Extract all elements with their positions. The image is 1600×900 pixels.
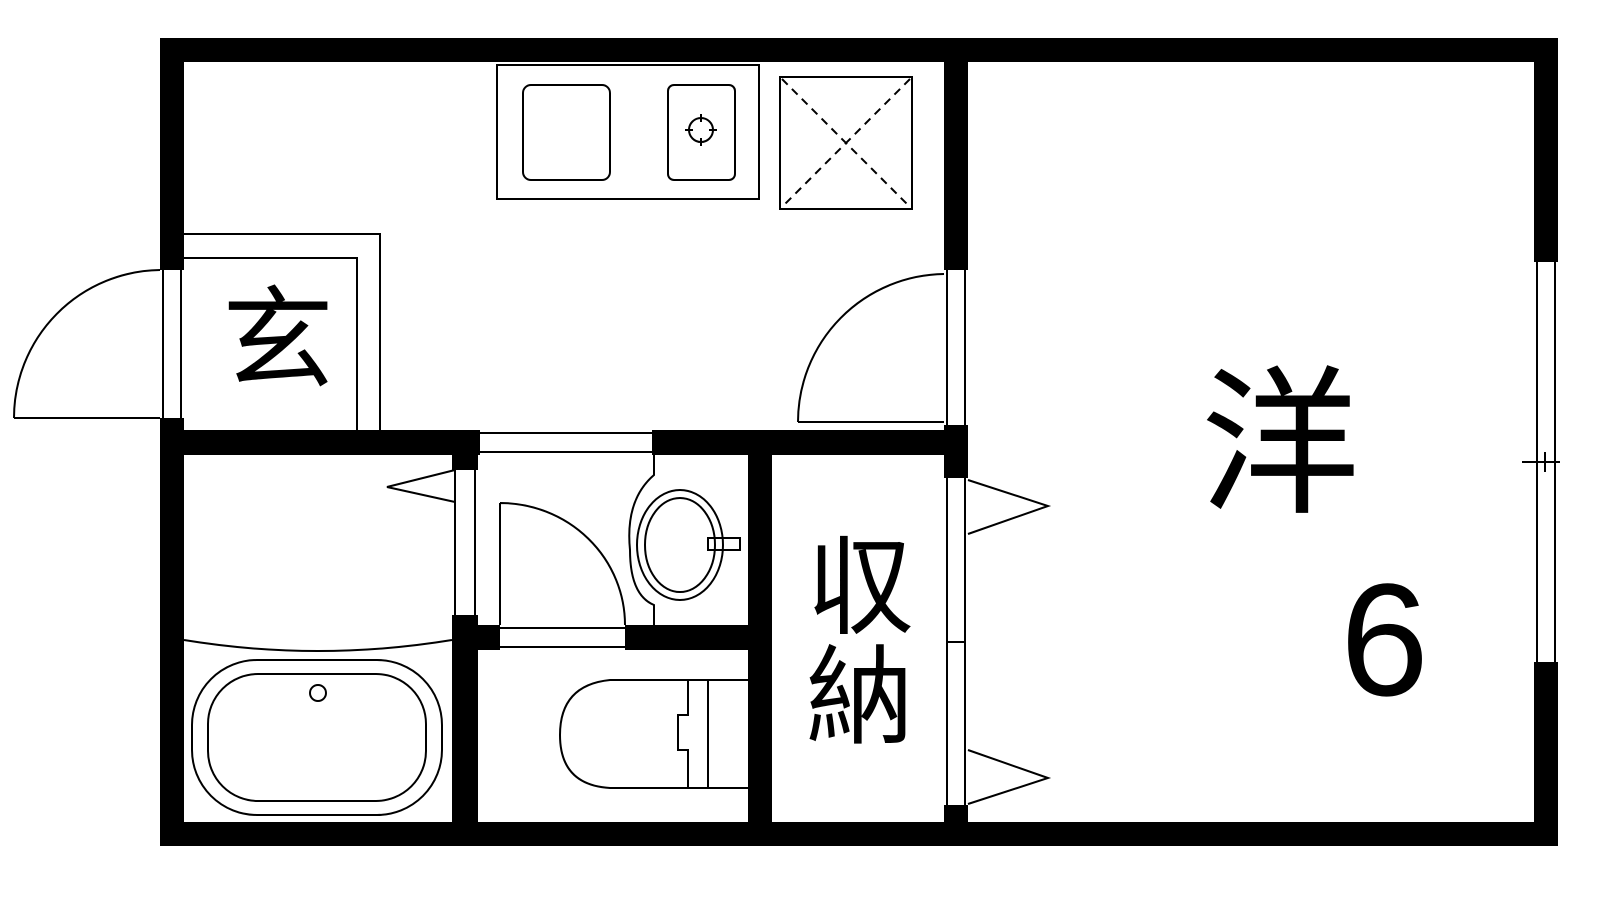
- western-room-size: 6: [1340, 550, 1429, 729]
- entrance-step: [184, 233, 381, 430]
- drain-icon: [309, 684, 327, 702]
- western-room-label: 洋: [1200, 351, 1361, 538]
- toilet: [558, 679, 720, 789]
- bathtub-edge: [183, 639, 453, 652]
- walls: [160, 38, 1558, 846]
- wash-basin: [628, 455, 655, 625]
- storage-label-top: 収: [806, 526, 915, 651]
- bathtub: [191, 659, 443, 816]
- storage-label-bottom: 納: [806, 636, 915, 761]
- entrance-door-swing: [13, 269, 161, 419]
- stove: [667, 84, 736, 181]
- window: [1522, 262, 1560, 662]
- fridge-space: [779, 76, 913, 210]
- closet-doors: [946, 478, 966, 805]
- fixtures: [13, 64, 1560, 816]
- entrance-door-frame: [162, 270, 182, 418]
- kitchen-counter: [496, 64, 760, 200]
- room-door-swing: [797, 273, 945, 423]
- entrance-label: 玄: [222, 276, 334, 406]
- sink: [522, 84, 611, 181]
